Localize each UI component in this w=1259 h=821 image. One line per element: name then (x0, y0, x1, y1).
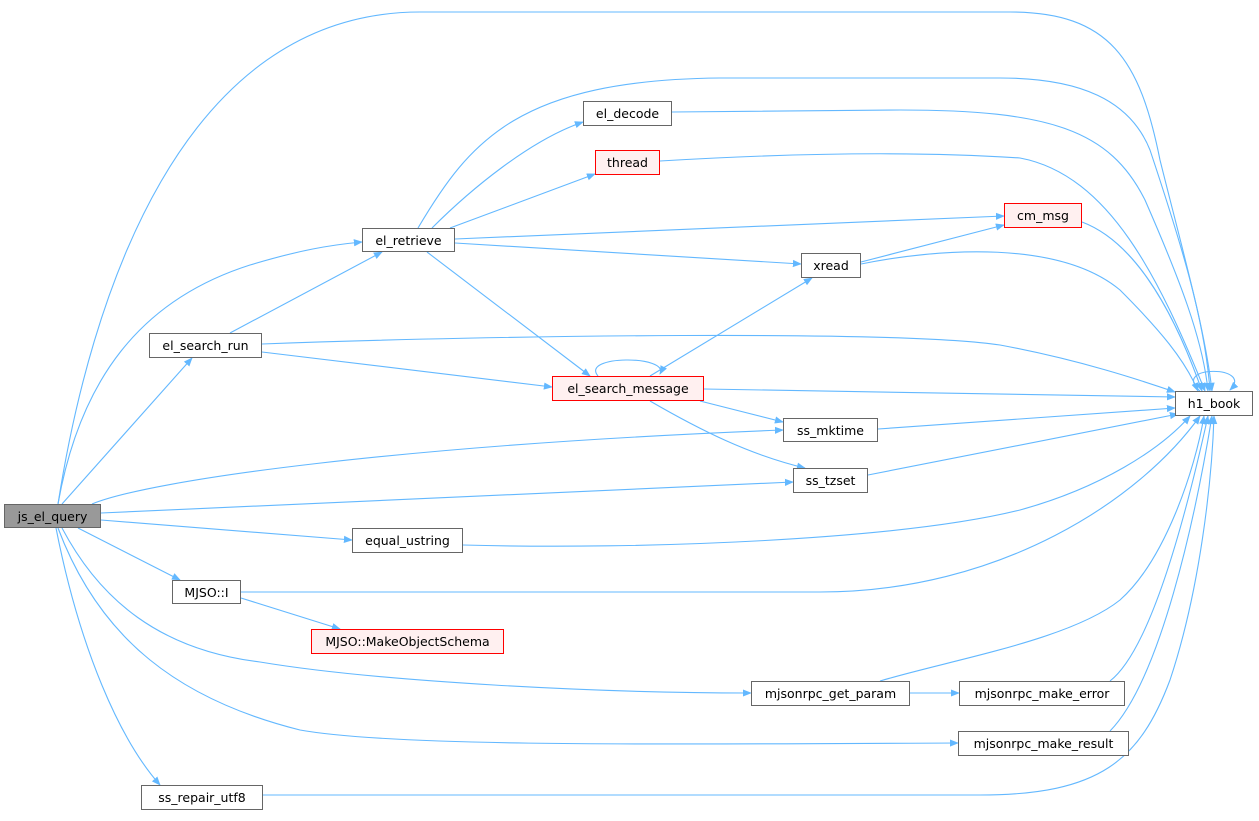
edge-el_search_run-el_retrieve (229, 251, 383, 334)
node-js_el_query: js_el_query (4, 504, 101, 528)
edge-el_search_run-el_search_message (261, 351, 553, 390)
node-equal_ustring[interactable]: equal_ustring (352, 528, 463, 553)
edge-el_retrieve-h1_book (417, 77, 1214, 392)
edge-js_el_query-ss_mktime (91, 426, 784, 505)
node-h1_book[interactable]: h1_book (1175, 391, 1253, 416)
node-el_search_message[interactable]: el_search_message (552, 376, 704, 401)
node-label: h1_book (1187, 396, 1241, 411)
node-ss_repair_utf8[interactable]: ss_repair_utf8 (141, 785, 263, 810)
edge-el_search_message-h1_book (703, 388, 1176, 401)
node-cm_msg[interactable]: cm_msg (1004, 203, 1082, 228)
edge-xread-h1_book (860, 251, 1199, 392)
edge-js_el_query-ss_repair_utf8 (55, 527, 161, 786)
edge-MJSO_I-MJSO_MakeObjectSchema (240, 597, 341, 631)
edge-ss_tzset-h1_book (867, 412, 1179, 476)
edge-mjsonrpc_get_param-h1_book (879, 415, 1207, 682)
node-el_retrieve[interactable]: el_retrieve (362, 228, 455, 252)
node-label: MJSO::MakeObjectSchema (325, 634, 490, 649)
edge-js_el_query-el_retrieve (57, 239, 363, 505)
node-thread[interactable]: thread (595, 150, 660, 175)
node-label: mjsonrpc_get_param (764, 686, 897, 701)
node-ss_mktime[interactable]: ss_mktime (783, 418, 878, 442)
node-label: el_search_run (162, 338, 249, 353)
edge-el_search_run-h1_book (261, 334, 1176, 393)
node-label: equal_ustring (365, 533, 450, 548)
edge-mjsonrpc_make_result-h1_book (1109, 415, 1215, 732)
node-label: mjsonrpc_make_result (973, 736, 1114, 751)
edge-js_el_query-el_search_run (61, 357, 193, 505)
node-label: el_decode (595, 106, 660, 121)
edge-el_search_message-ss_mktime (699, 400, 784, 424)
edge-mjsonrpc_make_error-h1_book (1109, 415, 1210, 682)
node-label: ss_mktime (797, 422, 864, 438)
edge-el_retrieve-el_search_message (426, 251, 591, 377)
edge-el_retrieve-xread (454, 242, 802, 268)
node-label: mjsonrpc_make_error (974, 686, 1110, 701)
edge-cm_msg-h1_book (1081, 221, 1203, 392)
edge-xread-cm_msg (860, 223, 1005, 263)
edge-js_el_query-equal_ustring (100, 519, 353, 543)
node-el_decode[interactable]: el_decode (583, 101, 672, 126)
node-el_search_run[interactable]: el_search_run (149, 333, 262, 358)
node-xread[interactable]: xread (801, 253, 861, 278)
node-mjsonrpc_make_error[interactable]: mjsonrpc_make_error (959, 681, 1125, 706)
edge-ss_repair_utf8-h1_book (263, 415, 1218, 796)
node-label: el_retrieve (375, 232, 442, 248)
edge-js_el_query-mjsonrpc_make_result (57, 527, 959, 747)
edge-el_retrieve-el_decode (431, 121, 584, 229)
edge-thread-h1_book (659, 153, 1206, 392)
node-label: el_search_message (567, 381, 689, 396)
edge-ss_mktime-h1_book (877, 404, 1176, 430)
node-label: cm_msg (1017, 208, 1069, 223)
node-mjso-makeobjectschema[interactable]: MJSO::MakeObjectSchema (311, 629, 504, 654)
node-mjso-i[interactable]: MJSO::I (172, 580, 241, 604)
edge-js_el_query-mjsonrpc_get_param (61, 527, 752, 697)
node-label: js_el_query (17, 508, 88, 524)
edge-MJSO_I-h1_book (241, 415, 1201, 593)
node-label: ss_repair_utf8 (158, 790, 246, 805)
edge-equal_ustring-h1_book (462, 415, 1191, 547)
node-label: ss_tzset (805, 473, 856, 488)
node-label: xread (813, 258, 849, 273)
edge-el_search_message-ss_tzset (649, 400, 806, 470)
node-mjsonrpc_make_result[interactable]: mjsonrpc_make_result (958, 731, 1129, 756)
edge-js_el_query-ss_tzset (100, 478, 794, 514)
edge-h1_book-self (1192, 370, 1239, 392)
edge-el_retrieve-thread (449, 173, 596, 229)
edge-el_retrieve-cm_msg (454, 212, 1005, 240)
node-mjsonrpc_get_param[interactable]: mjsonrpc_get_param (751, 681, 910, 706)
edge-js_el_query-MJSO_I (77, 527, 181, 581)
edge-el_search_message-xread (649, 277, 813, 377)
edge-el_search_message-self (595, 359, 667, 377)
node-label: thread (607, 155, 648, 170)
node-label: MJSO::I (184, 584, 229, 600)
edge-js_el_query-h1_book (57, 11, 1215, 505)
node-ss_tzset[interactable]: ss_tzset (793, 468, 868, 493)
edge-el_decode-h1_book (671, 109, 1211, 392)
